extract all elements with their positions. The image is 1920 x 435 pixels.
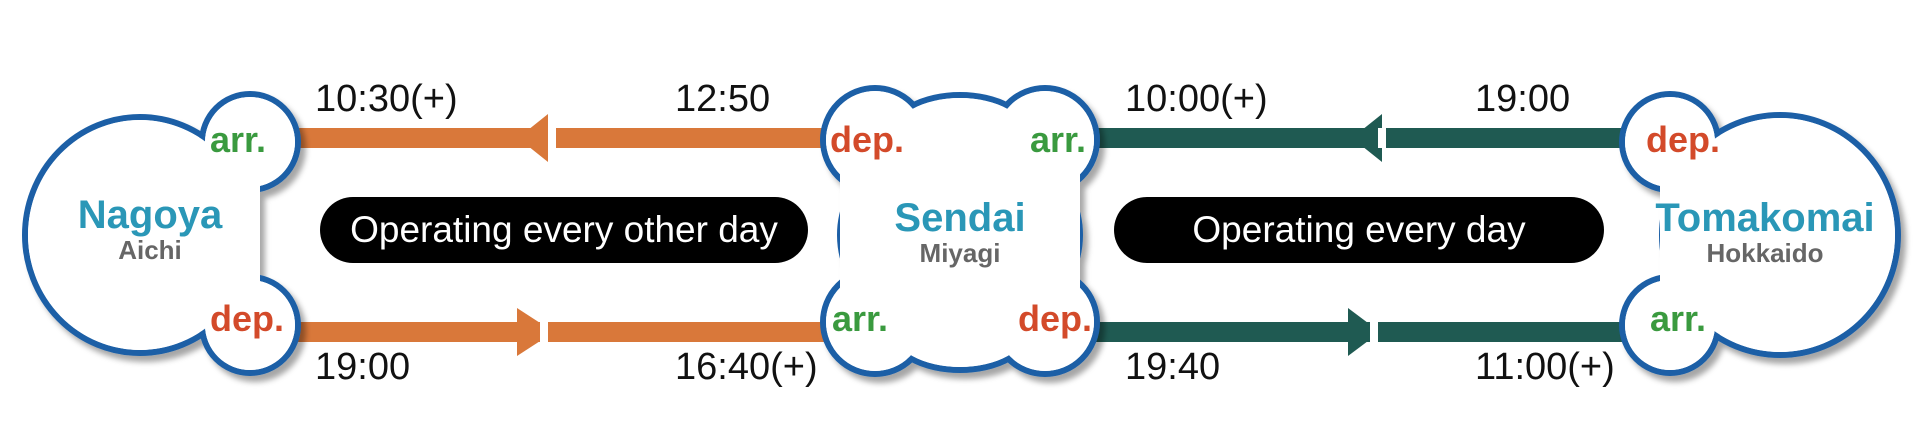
station-prefecture: Hokkaido [1706,238,1824,268]
route-line-sendai-tomakomai [1090,114,1650,356]
time-tomakomai-arrival: 11:00(+) [1475,346,1615,388]
station-prefecture: Miyagi [919,238,1001,268]
sendai-departure-tag-west: dep. [830,119,905,160]
sendai-arrival-tag-east: arr. [1030,119,1087,160]
station-prefecture: Aichi [118,235,182,265]
arrow-right-icon [517,308,554,356]
time-sendai-departure-east: 19:40 [1125,346,1221,388]
station-name: Nagoya [77,193,223,237]
station-name: Tomakomai [1655,196,1875,240]
route-line-nagoya-sendai [285,112,830,356]
tomakomai-arrival-tag: arr. [1650,298,1707,339]
arrow-left-icon [1352,114,1382,162]
station-sendai-cloud [820,85,1100,377]
sendai-departure-tag-east: dep. [1018,298,1093,339]
frequency-badge-nagoya-sendai: Operating every other day [320,197,808,263]
station-nagoya-cloud [22,91,301,376]
frequency-badge-sendai-tomakomai: Operating every day [1114,197,1604,263]
arrow-left-icon [518,114,548,162]
line-nagoya-to-sendai [285,322,830,342]
time-sendai-arrival-west: 16:40(+) [675,346,818,388]
nagoya-arrival-tag: arr. [210,119,267,160]
station-name: Sendai [894,196,1026,240]
station-sendai: Sendai Miyagi [870,198,1050,266]
time-tomakomai-departure: 19:00 [1475,78,1571,120]
station-nagoya: Nagoya Aichi [60,195,240,263]
time-nagoya-departure: 19:00 [315,346,411,388]
arrow-right-icon [1348,308,1380,356]
tomakomai-departure-tag: dep. [1646,119,1721,160]
time-nagoya-arrival: 10:30(+) [315,78,458,120]
station-tomakomai: Tomakomai Hokkaido [1650,198,1880,266]
time-sendai-departure-west: 12:50 [675,78,771,120]
station-tomakomai-cloud [1619,91,1901,376]
sendai-arrival-tag-west: arr. [832,298,889,339]
nagoya-departure-tag: dep. [210,298,285,339]
line-sendai-to-nagoya [285,128,830,148]
time-sendai-arrival-east: 10:00(+) [1125,78,1268,120]
